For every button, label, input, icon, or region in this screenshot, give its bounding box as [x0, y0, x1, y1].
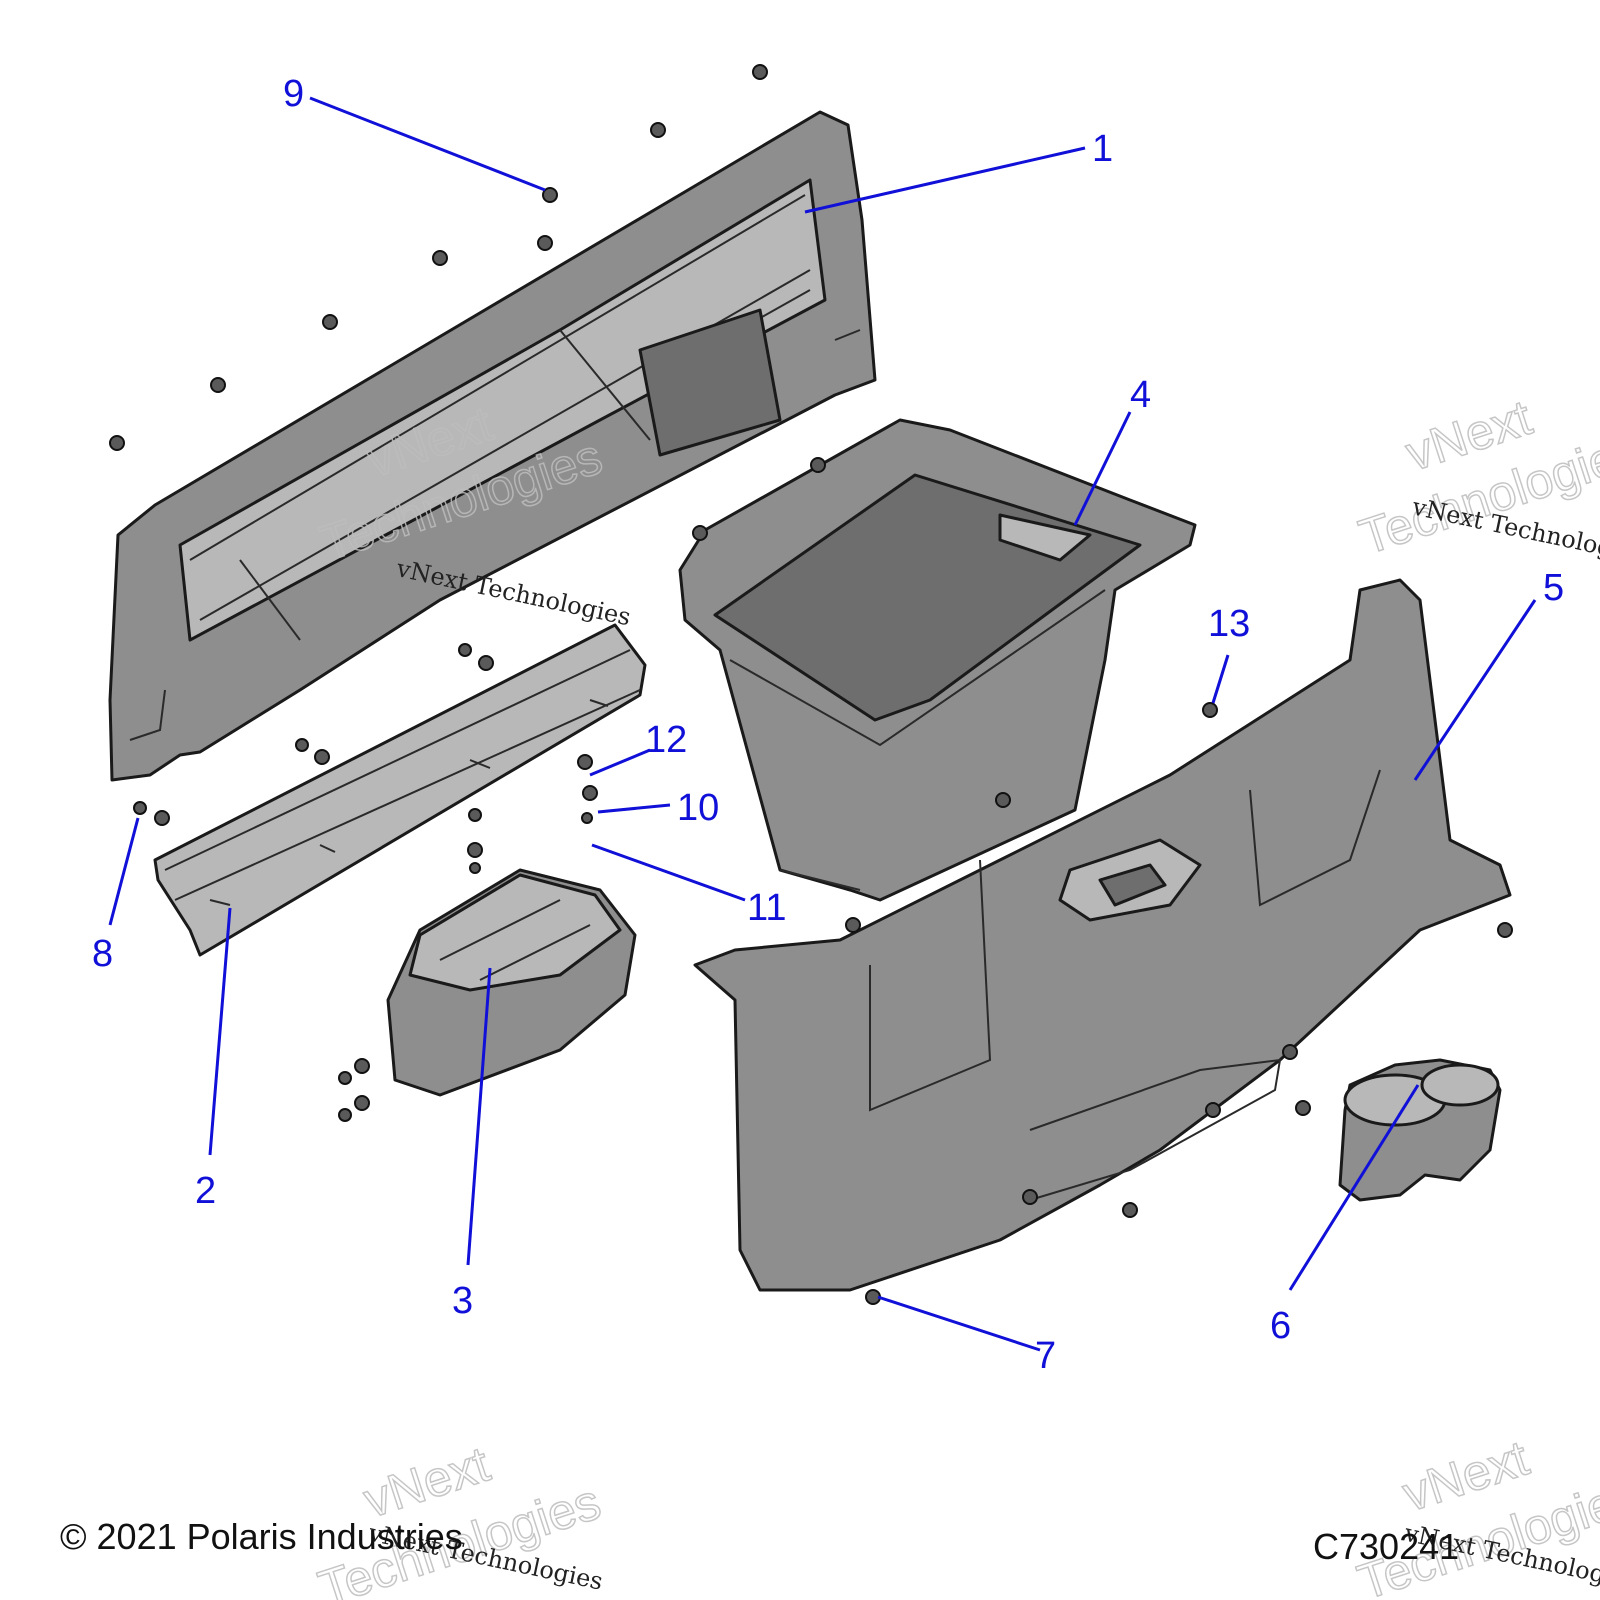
leader-9: [309, 96, 546, 192]
callout-7: 7: [1035, 1335, 1056, 1377]
callout-2: 2: [195, 1170, 216, 1212]
leader-1: [804, 146, 1086, 214]
part-6-cup-holder: [1338, 1058, 1502, 1202]
part-3-cover: [386, 868, 637, 1097]
part-1-rear-panel: [108, 110, 877, 782]
part-2-trim-strip: [153, 623, 647, 957]
drawing-number: C730241: [1313, 1526, 1460, 1567]
callout-numbers: 1 2 3 4 5 6 7 8 9 10 11 12 13: [92, 73, 1564, 1377]
callout-13: 13: [1208, 603, 1250, 645]
callout-8: 8: [92, 933, 113, 975]
callout-11: 11: [747, 887, 786, 929]
leader-12: [589, 748, 651, 777]
leader-6: [1288, 1084, 1420, 1291]
leader-10: [597, 803, 671, 814]
callout-6: 6: [1270, 1305, 1291, 1347]
callout-3: 3: [452, 1280, 473, 1322]
leader-2: [208, 907, 232, 1156]
fasteners: [109, 64, 1513, 1305]
leader-lines: [108, 96, 1537, 1352]
watermark-3: vNext Technologies vNext Technologies: [311, 1435, 607, 1600]
callout-10: 10: [677, 787, 719, 829]
leader-4: [1073, 411, 1132, 526]
leader-5: [1413, 599, 1537, 781]
callout-9: 9: [283, 73, 304, 115]
leader-3: [466, 967, 492, 1266]
part-4-storage-bin: [678, 418, 1197, 902]
leader-13: [1211, 654, 1230, 704]
callout-1: 1: [1092, 128, 1113, 170]
watermark-4: vNext Technologies vNext Technologies: [1350, 1429, 1600, 1600]
copyright-text: © 2021 Polaris Industries: [60, 1516, 463, 1557]
leader-8: [108, 817, 140, 926]
callout-12: 12: [645, 719, 687, 761]
leader-11: [591, 843, 746, 902]
callout-4: 4: [1130, 374, 1151, 416]
part-5-tub-liner: [693, 578, 1512, 1292]
leader-7: [877, 1295, 1041, 1352]
callout-5: 5: [1543, 567, 1564, 609]
